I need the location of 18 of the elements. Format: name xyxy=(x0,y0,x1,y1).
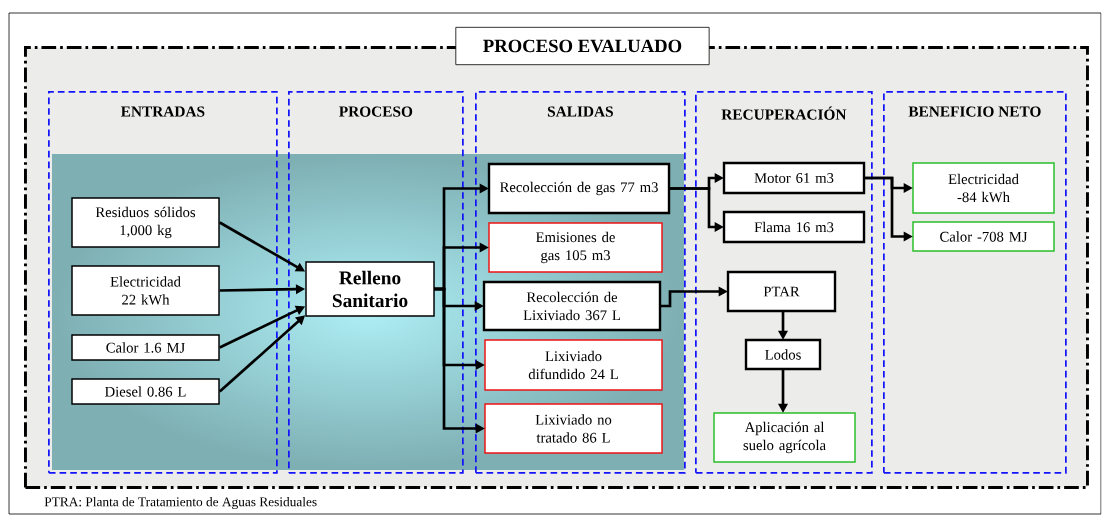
process-box: Relleno Sanitario xyxy=(305,261,435,317)
process-box: PTAR xyxy=(726,270,837,313)
process-box: Lixiviado difundido 24 L xyxy=(484,339,663,391)
process-box: Flama 16 m3 xyxy=(722,210,866,244)
process-box: Recolección de gas 77 m3 xyxy=(487,162,671,215)
process-box: Calor 1.6 MJ xyxy=(71,334,220,361)
process-box: Motor 61 m3 xyxy=(722,161,866,195)
process-box: Emisiones de gas 105 m3 xyxy=(488,222,663,273)
process-box: Aplicación al suelo agrícola xyxy=(713,412,856,463)
process-box: Calor -708 MJ xyxy=(912,221,1055,252)
process-box: Recolección de Lixiviado 367 L xyxy=(482,280,662,332)
process-box: Diesel 0.86 L xyxy=(71,378,220,405)
footnote: PTRA: Planta de Tratamiento de Aguas Residuales xyxy=(44,496,317,510)
process-box: Residuos sólidos 1,000 kg xyxy=(71,197,220,248)
process-box: Electricidad 22 kWh xyxy=(71,265,220,316)
process-box: Lixiviado no tratado 86 L xyxy=(484,403,663,454)
process-box: Electricidad -84 kWh xyxy=(912,162,1055,214)
process-box: Lodos xyxy=(744,338,822,371)
